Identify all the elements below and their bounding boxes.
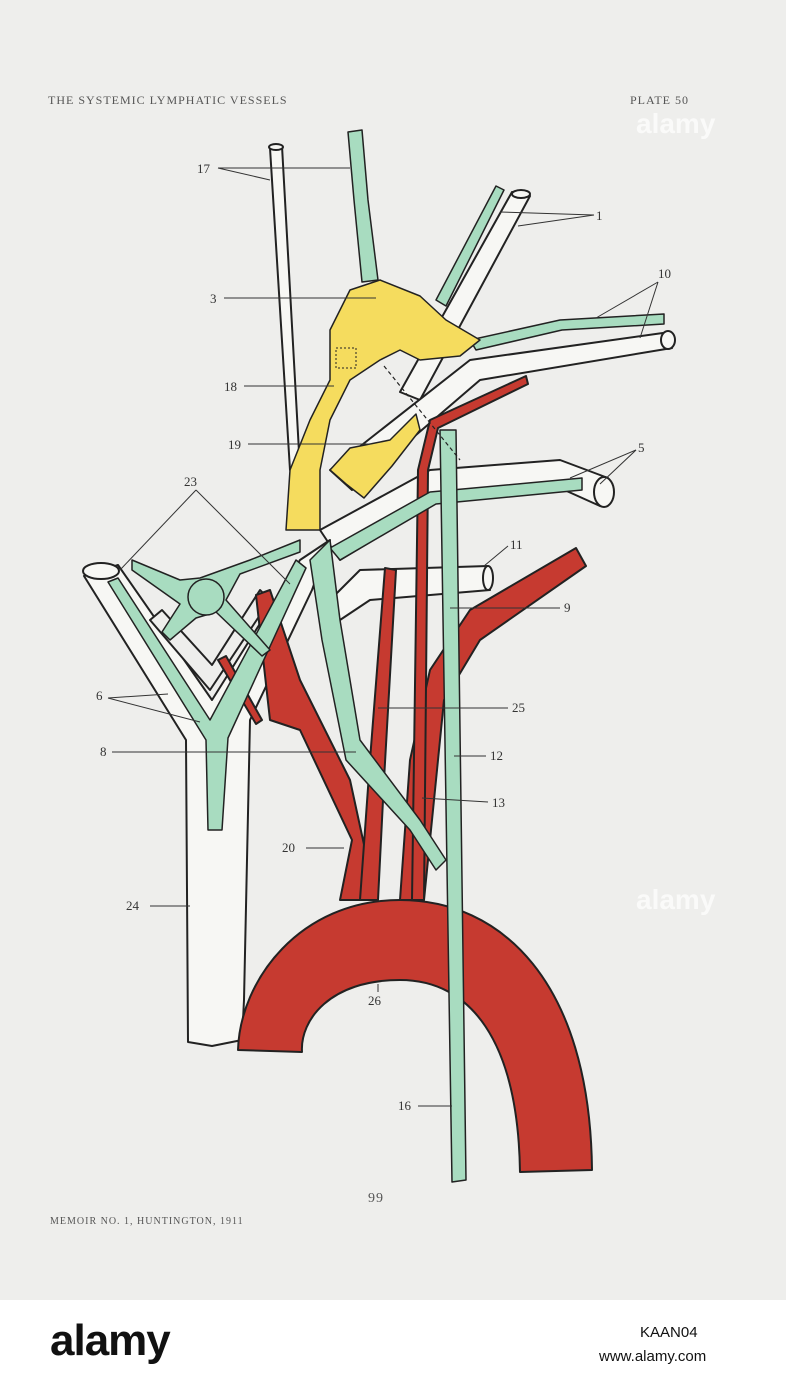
label-6: 6: [96, 688, 103, 703]
label-26: 26: [368, 993, 382, 1008]
label-25: 25: [512, 700, 525, 715]
lymphatic-diagram: 17 1 10 3 18 19 5 23 11 9 6 25 8 12 13 2…: [82, 129, 676, 1183]
leader-lines: [107, 167, 659, 1107]
label-10: 10: [658, 266, 671, 281]
plate-number: PLATE 50: [630, 93, 689, 107]
label-19: 19: [228, 437, 241, 452]
aortic-arch: [237, 899, 593, 1173]
label-17: 17: [197, 161, 211, 176]
duct-yellow-19: [329, 413, 421, 499]
image-id: KAAN04: [640, 1324, 698, 1341]
footer-citation: MEMOIR NO. 1, HUNTINGTON, 1911: [50, 1216, 244, 1227]
label-8: 8: [100, 744, 107, 759]
artery-25: [359, 567, 397, 901]
label-9: 9: [564, 600, 571, 615]
lymphatics: [107, 129, 665, 1183]
label-18: 18: [224, 379, 237, 394]
page-number: 99: [368, 1191, 384, 1206]
alamy-logo: alamy: [50, 1316, 171, 1365]
plate-title: THE SYSTEMIC LYMPHATIC VESSELS: [48, 93, 288, 107]
arteries: [217, 375, 593, 1173]
watermark-top: alamy: [636, 108, 716, 139]
label-1: 1: [596, 208, 603, 223]
duct-yellow-main: [285, 279, 481, 531]
stock-photo-bar: alamy KAAN04 www.alamy.com: [0, 1300, 786, 1390]
label-3: 3: [210, 291, 217, 306]
watermark-bottom: alamy: [636, 884, 716, 915]
label-23: 23: [184, 474, 197, 489]
label-12: 12: [490, 748, 503, 763]
lymph-10: [469, 313, 665, 351]
label-20: 20: [282, 840, 295, 855]
lymph-trunk-17: [347, 129, 379, 283]
label-16: 16: [398, 1098, 412, 1113]
plate-page: THE SYSTEMIC LYMPHATIC VESSELS PLATE 50: [48, 93, 716, 1227]
brachiocephalic-artery: [255, 589, 377, 901]
diagram-labels: 17 1 10 3 18 19 5 23 11 9 6 25 8 12 13 2…: [96, 161, 671, 1113]
label-13: 13: [492, 795, 505, 810]
lymph-12-16: [439, 429, 467, 1183]
label-11: 11: [510, 537, 523, 552]
thoracic-duct: [285, 279, 481, 531]
vein-jugular-left: [269, 145, 301, 471]
vein-branch-11: [329, 565, 491, 621]
label-5: 5: [638, 440, 645, 455]
lymph-1: [435, 185, 505, 307]
lymph-8-descending: [309, 539, 447, 871]
label-24: 24: [126, 898, 140, 913]
alamy-url: www.alamy.com: [599, 1348, 707, 1365]
